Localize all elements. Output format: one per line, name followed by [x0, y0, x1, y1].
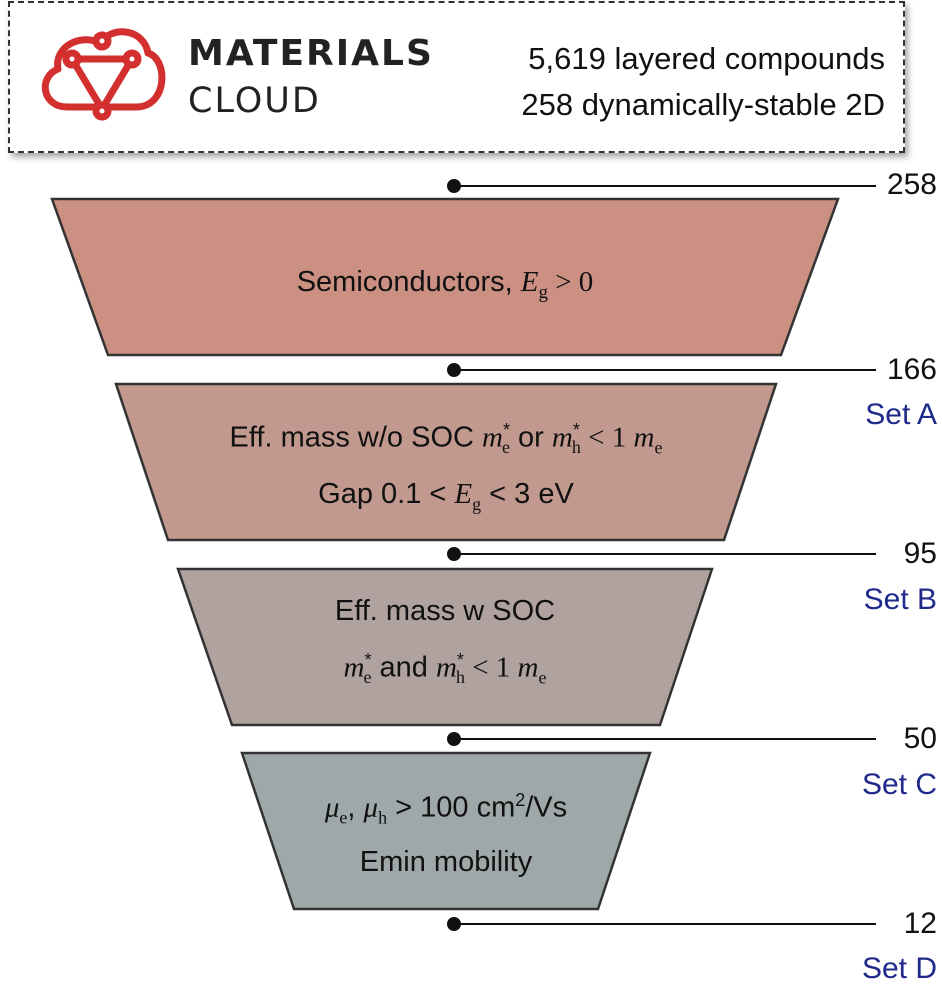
connector-12	[447, 917, 876, 931]
count-95: 95	[903, 537, 937, 570]
brand-title-line1: MATERIALS	[188, 33, 434, 74]
stage-1-trapezoid	[50, 197, 840, 357]
stage-4-line1: μe, μh > 100 cm2/Vs	[324, 790, 568, 828]
connector-95	[447, 547, 876, 561]
connector-258	[447, 179, 876, 193]
count-166: 166	[886, 353, 937, 386]
connector-166	[447, 363, 876, 377]
stage-4-trapezoid	[240, 751, 652, 911]
materials-cloud-logo-icon	[41, 28, 166, 121]
count-12: 12	[903, 907, 937, 940]
stage-3-line2: m*e and m*h < 1 me	[343, 650, 547, 688]
set-a-label: Set A	[865, 398, 937, 431]
stat-stable-2d: 258 dynamically-stable 2D	[521, 87, 885, 122]
connector-50	[447, 732, 876, 746]
stage-2-line2: Gap 0.1 < Eg < 3 eV	[318, 478, 574, 514]
stage-1-label: Semiconductors, Eg > 0	[296, 266, 594, 303]
brand-title-line2: CLOUD	[188, 81, 321, 121]
stage-3-line1: Eff. mass w SOC	[334, 595, 556, 627]
stage-2-line1: Eff. mass w/o SOC m*e or m*h < 1 me	[229, 420, 663, 458]
stage-4-line2: Emin mobility	[359, 846, 533, 878]
stat-layered-compounds: 5,619 layered compounds	[528, 41, 885, 76]
set-c-label: Set C	[861, 768, 937, 801]
count-50: 50	[903, 722, 937, 755]
header-box: MATERIALS CLOUD 5,619 layered compounds …	[8, 1, 905, 153]
stage-2-trapezoid	[114, 382, 778, 542]
set-d-label: Set D	[861, 952, 937, 985]
stage-3-trapezoid	[176, 567, 714, 727]
set-b-label: Set B	[863, 583, 937, 616]
count-258: 258	[886, 168, 937, 201]
